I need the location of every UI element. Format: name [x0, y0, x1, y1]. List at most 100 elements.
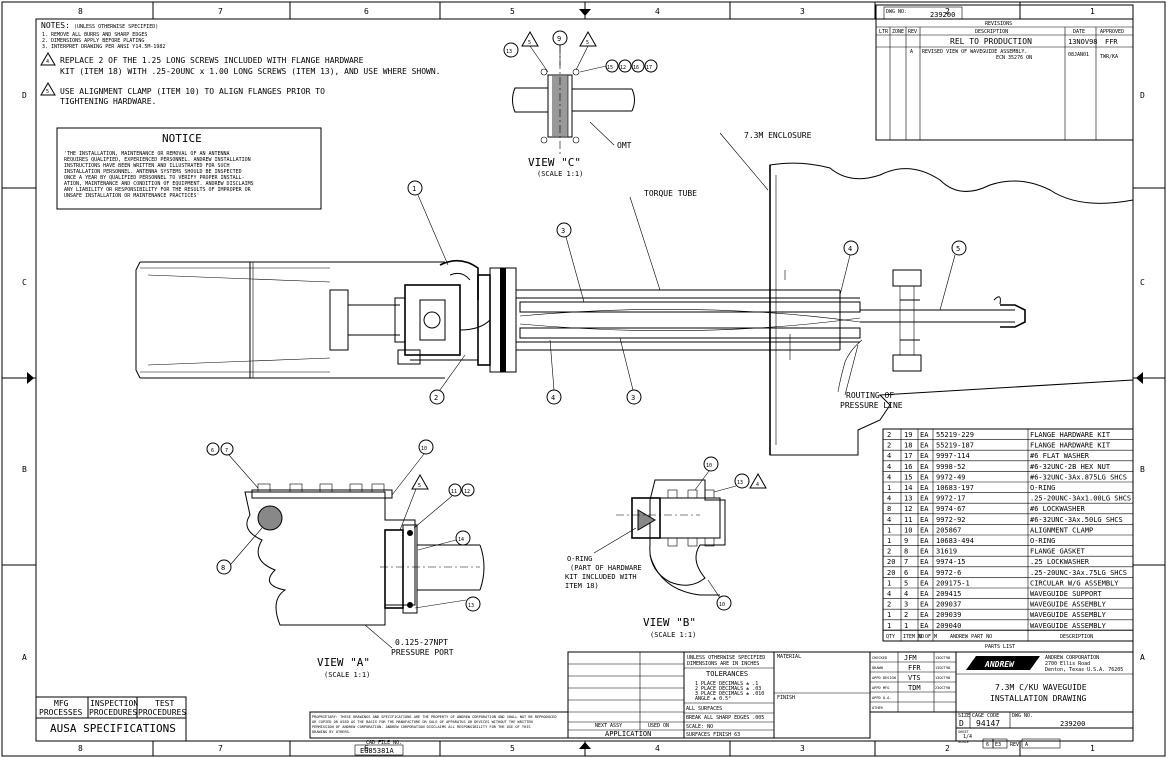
- rev-row-1-approved: FFR: [1105, 38, 1118, 46]
- parts-cell-qty: 2: [887, 601, 891, 609]
- balloon-a-12: 12: [464, 489, 470, 495]
- sig-code-drawn: 13OCT98: [935, 666, 950, 670]
- zone-bottom-6: 6: [364, 744, 369, 753]
- rev-row-1-date: 13NOV98: [1068, 38, 1098, 46]
- zone-bottom-8: 8: [78, 744, 83, 753]
- zone-left-a: A: [22, 653, 27, 662]
- note-4-line-2: KIT (ITEM 18) WITH .25-20UNC x 1.00 LONG…: [60, 67, 441, 76]
- tolerances-title: TOLERANCES: [706, 670, 748, 678]
- rev-header-date: DATE: [1073, 29, 1085, 35]
- break-edges: BREAK ALL SHARP EDGES .005: [686, 715, 764, 721]
- rev-row-2-desc-2: ECN 35276 ON: [996, 55, 1032, 61]
- company-name: ANDREW CORPORATION: [1045, 655, 1099, 661]
- parts-cell-part: 9972-92: [936, 516, 966, 524]
- drawing-title-2: INSTALLATION DRAWING: [990, 694, 1087, 703]
- main-assembly-view: 7.3M ENCLOSURE TORQUE TUBE ROUTING OF PR…: [135, 131, 1134, 456]
- parts-cell-desc: WAVEGUIDE ASSEMBLY: [1030, 601, 1107, 609]
- center-mark-bottom: [579, 742, 591, 749]
- parts-cell-part: 9997-114: [936, 452, 970, 460]
- tol-title-1: UNLESS OTHERWISE SPECIFIED: [687, 655, 765, 661]
- parts-cell-desc: .25 LOCKWASHER: [1030, 558, 1090, 566]
- tol-line-3: 3 PLACE DECIMALS ± .010: [695, 691, 764, 697]
- parts-cell-qty: 8: [887, 505, 891, 513]
- parts-cell-qty: 1: [887, 537, 891, 545]
- balloon-c-17: 17: [646, 65, 652, 71]
- parts-cell-part: 209040: [936, 622, 961, 630]
- balloon-c-5b: 5: [586, 40, 589, 46]
- sig-label-qa: APPD Q.A.: [872, 696, 891, 700]
- parts-cell-part: 209039: [936, 611, 961, 619]
- zone-bottom-1: 1: [1090, 744, 1095, 753]
- parts-cell-um: EA: [920, 590, 929, 598]
- view-b-title: VIEW "B": [643, 616, 696, 629]
- title-block: PROPRIETARY: THESE DRAWINGS AND SPECIFIC…: [309, 651, 1134, 756]
- parts-cell-item: 4: [904, 590, 908, 598]
- sig-label-drawn: DRAWN: [872, 666, 883, 670]
- zone-bottom-5: 5: [510, 744, 515, 753]
- spec-mfg-1: MFG: [54, 699, 69, 708]
- oring-label-4: ITEM 18): [565, 582, 599, 590]
- balloon-c-12: 12: [620, 65, 626, 71]
- parts-cell-item: 12: [904, 505, 912, 513]
- parts-cell-item: 11: [904, 516, 912, 524]
- parts-cell-item: 9: [904, 537, 908, 545]
- routing-label-2: PRESSURE LINE: [840, 401, 903, 410]
- center-mark-top: [579, 9, 591, 16]
- oring-label-2: (PART OF HARDWARE: [570, 564, 642, 572]
- parts-cell-um: EA: [920, 505, 929, 513]
- rev-row-2-date: 08JAN01: [1068, 52, 1089, 58]
- zone-top-7: 7: [218, 7, 223, 16]
- spec-mfg-2: PROCESSES: [39, 708, 83, 717]
- balloon-c-5a: 5: [528, 40, 531, 46]
- parts-cell-um: EA: [920, 516, 929, 524]
- center-mark-left: [27, 372, 34, 384]
- spec-test-2: PROCEDURES: [138, 708, 186, 717]
- parts-cell-qty: 4: [887, 473, 891, 481]
- parts-cell-um: EA: [920, 537, 929, 545]
- parts-cell-um: EA: [920, 548, 929, 556]
- balloon-b-4: 4: [756, 482, 759, 488]
- company-logo-text: ANDREW: [984, 660, 1015, 669]
- sig-label-checked: CHECKED: [872, 656, 887, 660]
- cage-label: CAGE CODE: [972, 713, 999, 719]
- parts-cell-desc: CIRCULAR W/G ASSEMBLY: [1030, 579, 1119, 587]
- cad-file-number: EG85381A: [360, 747, 395, 755]
- parts-cell-part: 55219-229: [936, 431, 974, 439]
- parts-cell-item: 5: [904, 579, 908, 587]
- parts-cell-part: 9974-67: [936, 505, 966, 513]
- spec-test-1: TEST: [155, 699, 174, 708]
- parts-cell-desc: FLANGE GASKET: [1030, 548, 1086, 556]
- rev-dwg-number: 239200: [930, 11, 955, 19]
- oring-label-1: O-RING: [567, 555, 592, 563]
- parts-cell-um: EA: [920, 579, 929, 587]
- note-5-number: 5: [46, 89, 49, 95]
- parts-header-desc: DESCRIPTION: [1060, 634, 1093, 640]
- notice-line-2: REQUIRES QUALIFIED, EXPERIENCED PERSONNE…: [64, 157, 251, 163]
- notice-line-7: ANY LIABILITY OR RESPONSIBILITY FOR THE …: [64, 187, 252, 193]
- notice-line-5: ONCE A YEAR BY QUALIFIED PERSONNEL TO VE…: [64, 175, 245, 181]
- balloon-a-7: 7: [225, 448, 228, 454]
- material-label: MATERIAL: [777, 654, 801, 660]
- parts-cell-qty: 20: [887, 569, 895, 577]
- view-b-detail: 10 13 4 10 O-RING (PART OF HARDWARE KIT …: [565, 456, 767, 639]
- zone-top-6: 6: [364, 7, 369, 16]
- parts-cell-part: 10683-494: [936, 537, 974, 545]
- rev-value: A: [1025, 742, 1028, 748]
- parts-cell-um: EA: [920, 484, 929, 492]
- dwgno-value: 239200: [1060, 720, 1085, 728]
- parts-cell-part: 31619: [936, 548, 957, 556]
- finish-label: FINISH: [777, 695, 795, 701]
- parts-cell-um: EA: [920, 622, 929, 630]
- sig-name-design: VTS: [908, 674, 921, 682]
- pressure-port-label-2: PRESSURE PORT: [391, 648, 454, 657]
- balloon-c-15: 15: [607, 65, 613, 71]
- zone-right-c: C: [1140, 278, 1145, 287]
- dwgno-label: DWG NO.: [1012, 713, 1033, 719]
- balloon-main-4b: 4: [551, 394, 555, 402]
- view-a-detail: 6 7 10 5 11 12 14 8 13 0.125-27NPT PRESS…: [206, 439, 485, 679]
- parts-cell-item: 1: [904, 622, 908, 630]
- parts-cell-part: 9998-52: [936, 463, 966, 471]
- sig-name-drawn: FFR: [908, 664, 921, 672]
